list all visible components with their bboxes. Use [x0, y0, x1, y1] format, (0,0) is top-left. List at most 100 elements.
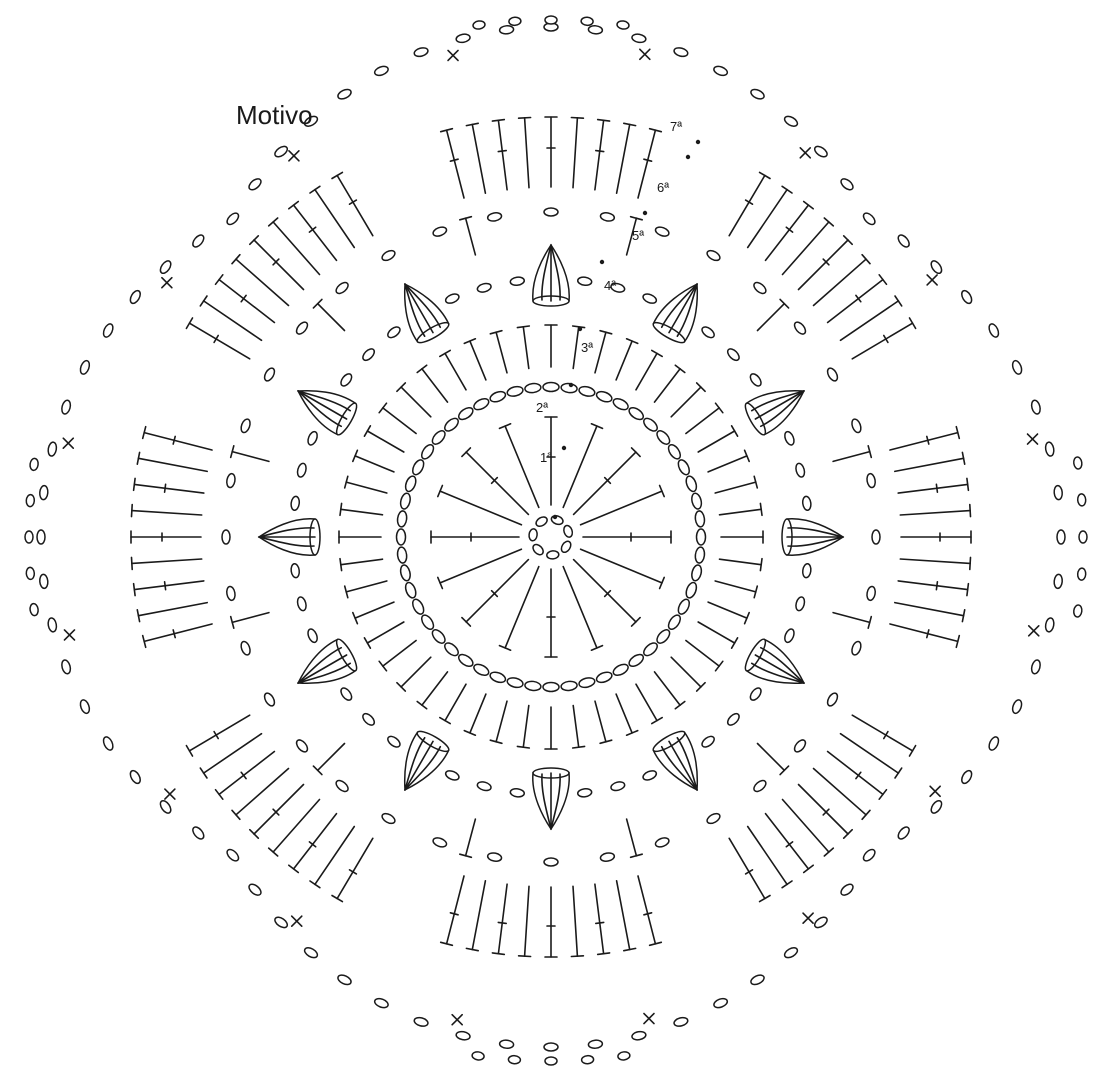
double-crochet [460, 217, 476, 255]
double-crochet [464, 694, 486, 735]
double-crochet [545, 887, 557, 957]
chain-stitch [191, 825, 206, 841]
chain-stitch [499, 1040, 514, 1049]
chain-stitch [1011, 699, 1023, 715]
chain-stitch [102, 735, 115, 751]
double-crochet [900, 557, 970, 569]
double-crochet [186, 318, 249, 359]
double-crochet [708, 450, 749, 472]
chain-stitch [543, 383, 559, 392]
chain-stitch [306, 628, 319, 644]
double-crochet [500, 567, 539, 651]
chain-stitch [612, 662, 630, 677]
double-crochet [353, 602, 394, 624]
chain-stitch [361, 347, 377, 363]
chain-stitch [263, 366, 277, 382]
double-crochet [571, 118, 583, 188]
double-crochet [671, 383, 705, 417]
double-crochet [200, 296, 261, 340]
puff-stitch [289, 375, 360, 437]
chain-stitch [339, 686, 354, 702]
chain-stitch [1057, 530, 1065, 544]
double-crochet [492, 120, 507, 190]
double-crochet [898, 478, 968, 493]
round-label-5: 5ª [632, 228, 644, 243]
chain-stitch [705, 249, 721, 263]
chain-stitch [510, 788, 525, 798]
double-crochet [364, 426, 403, 452]
double-crochet [841, 734, 902, 778]
double-crochet [900, 505, 970, 517]
chain-stitch [25, 531, 33, 543]
chain-stitch [397, 547, 408, 564]
chain-stitch [694, 547, 705, 564]
double-crochet [616, 339, 638, 380]
chain-stitch [472, 662, 490, 677]
chain-stitch [1077, 494, 1086, 507]
chain-stitch [489, 390, 507, 404]
double-crochet [583, 531, 671, 543]
chain-stitch [627, 405, 645, 421]
chain-stitch [752, 280, 768, 295]
chain-stitch [960, 769, 974, 785]
chain-stitch [684, 475, 698, 493]
stitch-layer [25, 16, 1087, 1065]
chain-stitch [506, 385, 524, 398]
double-crochet [143, 427, 212, 450]
double-crochet [783, 800, 834, 857]
chain-stitch [896, 233, 911, 249]
chain-stitch [476, 282, 492, 293]
double-crochet [729, 838, 770, 901]
double-crochet [460, 819, 476, 857]
round-label-2: 2ª [536, 400, 548, 415]
chain-stitch [642, 769, 658, 782]
round-label-7: 7ª [670, 119, 682, 134]
chain-stitch [1077, 568, 1086, 581]
chain-stitch [79, 699, 91, 715]
double-crochet [345, 581, 387, 598]
chain-stitch [534, 515, 548, 528]
double-crochet [581, 549, 665, 588]
chain-stitch [432, 225, 448, 237]
chain-stitch [748, 372, 763, 388]
double-crochet [758, 299, 789, 330]
chain-stitch [578, 385, 596, 398]
chain-stitch [612, 396, 630, 411]
double-crochet [573, 706, 585, 749]
chain-stitch [550, 514, 564, 526]
chain-stitch [339, 372, 354, 388]
chain-stitch [487, 212, 502, 222]
double-crochet [698, 622, 737, 648]
double-crochet [500, 424, 539, 508]
chain-stitch [296, 462, 307, 478]
double-crochet [799, 785, 853, 839]
double-crochet [438, 486, 522, 525]
double-crochet [748, 186, 792, 247]
chain-stitch [577, 276, 592, 286]
double-crochet [490, 701, 507, 743]
double-crochet [232, 769, 289, 820]
chain-stitch [655, 429, 672, 447]
chain-stitch [39, 574, 48, 589]
double-crochet [441, 876, 464, 945]
double-crochet [332, 838, 373, 901]
chain-stitch [1011, 359, 1023, 375]
double-crochet [595, 331, 612, 373]
double-crochet [616, 694, 638, 735]
chain-stitch [386, 325, 402, 340]
double-crochet [492, 884, 507, 954]
double-crochet [545, 325, 557, 367]
chain-stitch [1045, 617, 1055, 632]
chain-stitch [987, 322, 1000, 338]
double-crochet [332, 172, 373, 235]
double-crochet [563, 424, 602, 508]
chain-stitch [444, 292, 460, 305]
chain-stitch [430, 429, 447, 447]
chain-stitch [752, 778, 768, 793]
double-crochet [748, 827, 792, 888]
double-crochet [131, 531, 201, 543]
chain-stitch [866, 586, 876, 601]
chain-stitch [627, 652, 645, 668]
double-crochet [440, 684, 466, 723]
